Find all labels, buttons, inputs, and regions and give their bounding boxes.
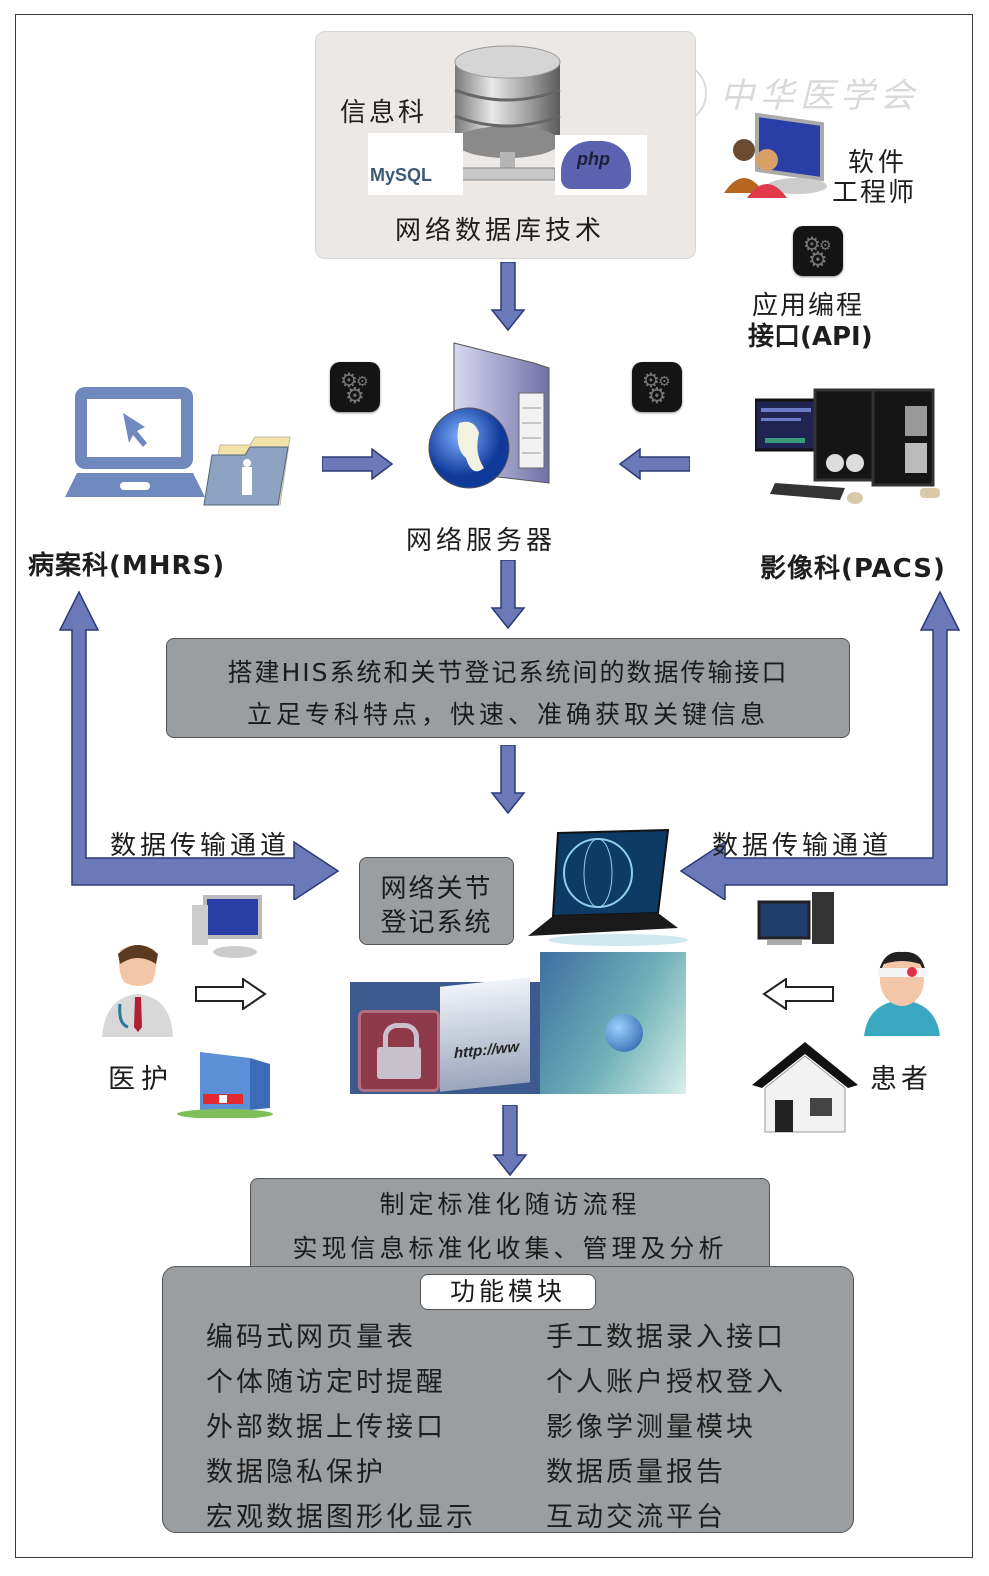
http-cube-icon: http://ww	[440, 977, 530, 1092]
database-tech-title: 网络数据库技术	[395, 216, 606, 246]
medical-staff-label: 医护	[108, 1064, 174, 1095]
interface-line1: 搭建HIS系统和关节登记系统间的数据传输接口	[227, 658, 789, 687]
mysql-logo: MySQL	[368, 133, 463, 195]
pacs-workstation-icon	[755, 388, 940, 504]
module-item: 外部数据上传接口	[206, 1412, 446, 1443]
module-item: 互动交流平台	[546, 1502, 726, 1533]
medical-records-laptop-icon	[65, 387, 205, 497]
arrow-left-outline	[762, 978, 834, 1010]
lock-icon	[358, 1010, 440, 1092]
interface-line2: 立足专科特点，快速、准确获取关键信息	[246, 700, 769, 729]
patient-folder-icon	[203, 436, 291, 506]
arrow-left-pacs-to-server	[618, 448, 690, 480]
web-server-icon	[428, 342, 550, 489]
followup-line1: 制定标准化随访流程	[379, 1190, 641, 1219]
desktop-computer-icon	[192, 895, 262, 958]
arrow-right-mhrs-to-server	[322, 448, 394, 480]
right-channel-label: 数据传输通道	[712, 831, 893, 861]
data-interface-box: 搭建HIS系统和关节登记系统间的数据传输接口 立足专科特点，快速、准确获取关键信…	[166, 638, 850, 738]
engineer-label-line1: 软件	[848, 148, 909, 178]
hospital-building-icon	[177, 1052, 273, 1118]
desktop-computer-icon	[757, 892, 834, 945]
patient-icon	[864, 951, 940, 1036]
pacs-label: 影像科(PACS)	[760, 554, 946, 584]
left-channel-label: 数据传输通道	[110, 831, 291, 861]
standardized-followup-box: 制定标准化随访流程 实现信息标准化收集、管理及分析	[250, 1178, 770, 1278]
module-item: 数据质量报告	[546, 1457, 726, 1488]
php-elephant-logo: php	[555, 135, 647, 195]
gear-icon: ⚙ ⚙ ⚙	[330, 362, 380, 412]
arrow-down-interface-to-registry	[490, 745, 526, 815]
gear-icon: ⚙ ⚙ ⚙	[632, 362, 682, 412]
api-label-line1: 应用编程	[752, 291, 865, 321]
module-item: 个人账户授权登入	[546, 1367, 786, 1398]
house-icon	[752, 1042, 858, 1133]
arrow-down-registry-to-followup	[492, 1105, 528, 1177]
software-engineer-icon	[724, 112, 827, 198]
module-item: 数据隐私保护	[206, 1457, 386, 1488]
left-data-channel-arrow	[58, 590, 340, 900]
function-modules-box	[162, 1266, 854, 1533]
web-security-collage: http://ww	[350, 952, 686, 1094]
module-item: 宏观数据图形化显示	[206, 1502, 476, 1533]
joint-registry-box: 网络关节 登记系统	[359, 857, 514, 945]
doctor-icon	[102, 945, 173, 1037]
followup-line2: 实现信息标准化收集、管理及分析	[292, 1234, 728, 1263]
function-modules-title-tab: 功能模块	[420, 1274, 596, 1310]
module-item: 影像学测量模块	[546, 1412, 756, 1443]
right-data-channel-arrow	[679, 590, 961, 900]
globe-laptop-icon	[528, 828, 688, 946]
function-modules-title: 功能模块	[449, 1277, 566, 1306]
engineer-label-line2: 工程师	[832, 178, 917, 208]
arrow-down-db-to-server	[490, 262, 526, 332]
patient-label: 患者	[870, 1064, 932, 1095]
globe-icon	[605, 1014, 643, 1052]
registry-line1: 网络关节	[380, 874, 493, 904]
watermark-text: 中华医学会	[720, 76, 920, 116]
mhrs-label: 病案科(MHRS)	[28, 551, 226, 581]
arrow-down-server-to-interface	[490, 560, 526, 630]
server-label: 网络服务器	[406, 526, 557, 556]
department-info-label: 信息科	[340, 98, 428, 128]
registry-line2: 登记系统	[380, 908, 493, 938]
gear-icon: ⚙ ⚙ ⚙	[793, 226, 843, 276]
arrow-right-outline	[195, 978, 267, 1010]
module-item: 个体随访定时提醒	[206, 1367, 446, 1398]
database-icon	[454, 45, 561, 181]
module-item: 编码式网页量表	[206, 1322, 416, 1353]
api-label-line2: 接口(API)	[748, 322, 873, 352]
module-item: 手工数据录入接口	[546, 1322, 786, 1353]
